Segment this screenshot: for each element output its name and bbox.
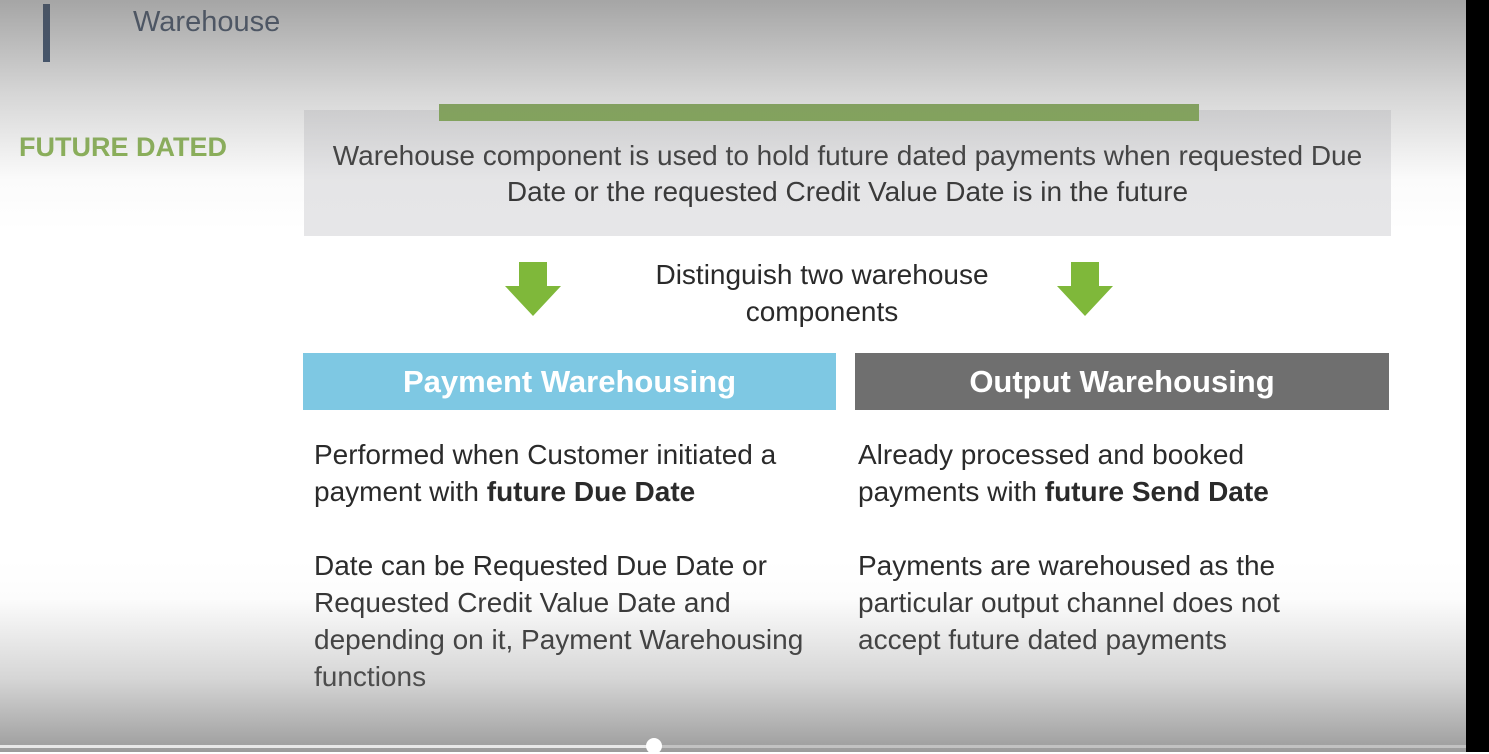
payment-warehousing-header: Payment Warehousing bbox=[303, 353, 836, 410]
title-accent-bar bbox=[43, 4, 50, 62]
output-warehousing-para2: Payments are warehoused as the particula… bbox=[858, 550, 1280, 655]
slide-title: Warehouse bbox=[133, 6, 281, 38]
payment-warehousing-para2: Date can be Requested Due Date or Reques… bbox=[314, 550, 804, 692]
down-arrow-icon bbox=[1055, 262, 1115, 316]
payment-warehousing-para1: Performed when Customer initiated a paym… bbox=[314, 439, 777, 507]
right-edge-strip bbox=[1466, 0, 1489, 752]
output-warehousing-para1: Already processed and booked payments wi… bbox=[858, 439, 1269, 507]
payment-warehousing-body: Performed when Customer initiated a paym… bbox=[314, 436, 834, 732]
intro-text: Warehouse component is used to hold futu… bbox=[332, 140, 1363, 207]
output-warehousing-body: Already processed and booked payments wi… bbox=[858, 436, 1358, 695]
distinguish-text: Distinguish two warehouse components bbox=[655, 259, 989, 327]
output-warehousing-header: Output Warehousing bbox=[855, 353, 1389, 410]
section-label: FUTURE DATED bbox=[19, 132, 227, 162]
intro-accent-bar bbox=[439, 104, 1199, 121]
down-arrow-icon bbox=[503, 262, 563, 316]
video-progress-fill bbox=[0, 745, 654, 748]
